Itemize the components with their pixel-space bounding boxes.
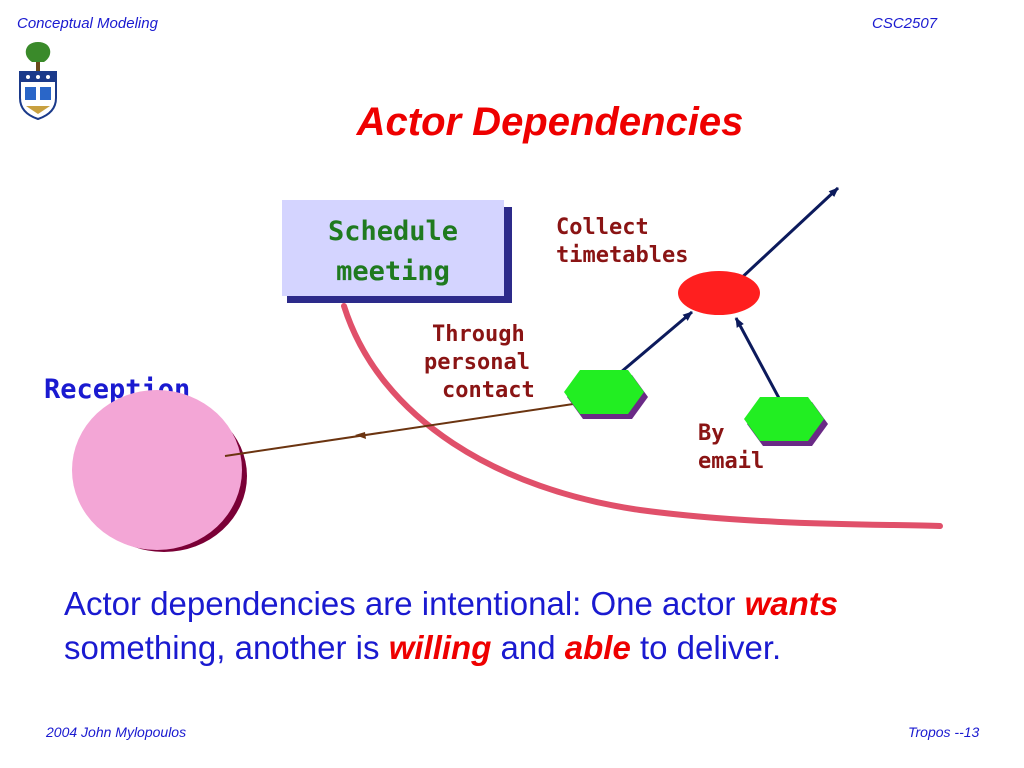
means-link-1 <box>613 310 693 380</box>
means2-hexagon <box>744 397 824 441</box>
means1-label-line1: Through <box>432 322 525 347</box>
body-text-2: something, another is <box>64 629 389 666</box>
means1-hexagon <box>564 370 644 414</box>
means2-label-line2: email <box>698 449 764 474</box>
body-emph-wants: wants <box>744 585 839 622</box>
task-label-line1: Schedule <box>328 216 458 247</box>
goal-link-up <box>734 186 840 285</box>
footer-author: 2004 John Mylopoulos <box>46 724 187 740</box>
body-emph-able: able <box>564 629 631 666</box>
body-text-3: and <box>491 629 565 666</box>
task-label-line2: meeting <box>336 256 450 287</box>
dependency-link <box>224 402 581 457</box>
header-course-code: CSC2507 <box>872 15 938 32</box>
actor-circle <box>72 390 242 550</box>
means1-label-line3: contact <box>442 378 535 403</box>
university-crest-logo <box>19 42 57 120</box>
body-text-1: Actor dependencies are intentional: One … <box>64 585 745 622</box>
task-box <box>282 200 504 296</box>
header-course-title: Conceptual Modeling <box>17 15 158 32</box>
body-paragraph: Actor dependencies are intentional: One … <box>64 582 964 670</box>
means-link-2 <box>734 317 782 401</box>
body-emph-willing: willing <box>388 629 492 666</box>
body-text-4: to deliver. <box>630 629 782 666</box>
slide-title: Actor Dependencies <box>356 100 744 144</box>
actor-boundary <box>341 303 943 529</box>
means1-label-line2: personal <box>424 350 530 375</box>
goal-oval <box>678 271 760 315</box>
goal-label-line1: Collect <box>556 215 649 240</box>
goal-label-line2: timetables <box>556 243 688 268</box>
dependency-arrowhead <box>355 432 366 439</box>
means2-label-line1: By <box>698 421 725 446</box>
footer-slide-number: Tropos --13 <box>908 724 980 740</box>
